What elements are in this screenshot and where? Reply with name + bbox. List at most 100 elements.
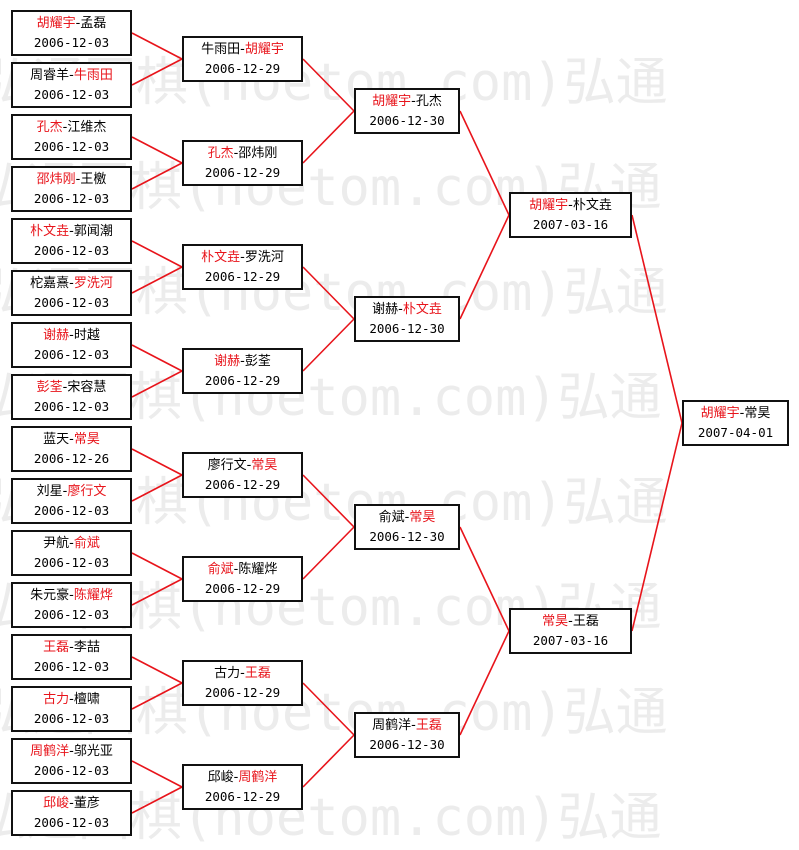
player-one-name: 孔杰 [36, 120, 63, 135]
player-one-name: 胡耀宇 [36, 16, 76, 31]
player-one-name: 彭荃 [36, 380, 63, 395]
match-date: 2006-12-29 [204, 685, 281, 700]
player-one-name: 邱峻 [43, 796, 70, 811]
separator-dash: - [69, 744, 74, 759]
match-players: 牛雨田-胡耀宇 [184, 40, 301, 59]
player-two-name: 郭闻潮 [73, 224, 113, 239]
connector-line [131, 474, 183, 502]
player-two-name: 王磊 [244, 666, 271, 681]
match-date: 2006-12-29 [204, 269, 281, 284]
player-one-name: 尹航 [43, 536, 70, 551]
connector-line [302, 734, 355, 788]
match-players: 俞斌-常昊 [356, 508, 458, 527]
connector-line [131, 786, 183, 814]
connector-line [631, 422, 683, 632]
match-date: 2006-12-03 [33, 35, 110, 50]
match-players: 邱峻-周鹤洋 [184, 768, 301, 787]
connector-line [302, 110, 355, 164]
match-date: 2006-12-03 [33, 243, 110, 258]
match-players: 谢赫-朴文垚 [356, 300, 458, 319]
match-date: 2006-12-03 [33, 503, 110, 518]
match-date: 2006-12-29 [204, 789, 281, 804]
separator-dash: - [240, 250, 245, 265]
player-two-name: 俞斌 [73, 536, 100, 551]
match-box-round-1: 胡耀宇-孟磊 2006-12-03 [11, 10, 132, 56]
separator-dash: - [240, 354, 245, 369]
player-two-name: 牛雨田 [73, 68, 113, 83]
player-two-name: 董彦 [73, 796, 100, 811]
player-one-name: 俞斌 [207, 562, 234, 577]
player-two-name: 朴文垚 [402, 302, 442, 317]
connector-line [459, 630, 510, 736]
player-two-name: 陈耀烨 [73, 588, 113, 603]
separator-dash: - [398, 302, 403, 317]
player-two-name: 常昊 [73, 432, 100, 447]
separator-dash: - [69, 640, 74, 655]
match-date: 2006-12-29 [204, 477, 281, 492]
connector-line [302, 58, 355, 112]
connector-line [131, 240, 183, 268]
player-one-name: 俞斌 [378, 510, 405, 525]
connector-line [131, 448, 183, 476]
match-date: 2007-04-01 [697, 425, 774, 440]
match-date: 2006-12-03 [33, 347, 110, 362]
separator-dash: - [62, 120, 68, 135]
player-two-name: 邬光亚 [73, 744, 113, 759]
match-date: 2006-12-03 [33, 659, 110, 674]
separator-dash: - [69, 432, 74, 447]
separator-dash: - [69, 276, 74, 291]
separator-dash: - [69, 68, 74, 83]
match-date: 2006-12-03 [33, 295, 110, 310]
match-players: 周睿羊-牛雨田 [13, 66, 130, 85]
player-two-name: 常昊 [409, 510, 436, 525]
player-one-name: 朴文垚 [201, 250, 241, 265]
match-box-round-2: 朴文垚-罗洗河 2006-12-29 [182, 244, 303, 290]
player-two-name: 李喆 [73, 640, 100, 655]
player-two-name: 常昊 [251, 458, 278, 473]
match-players: 俞斌-陈耀烨 [184, 560, 301, 579]
match-players: 胡耀宇-朴文垚 [511, 196, 630, 215]
separator-dash: - [75, 16, 81, 31]
player-one-name: 孔杰 [207, 146, 234, 161]
match-box-round-3: 谢赫-朴文垚 2006-12-30 [354, 296, 460, 342]
match-date: 2007-03-16 [532, 217, 609, 232]
match-date: 2006-12-30 [369, 529, 445, 544]
player-one-name: 胡耀宇 [372, 94, 412, 109]
separator-dash: - [568, 614, 573, 629]
connector-line [131, 578, 183, 606]
player-two-name: 常昊 [744, 406, 771, 421]
connector-line [459, 110, 510, 216]
separator-dash: - [240, 666, 245, 681]
player-two-name: 孟磊 [80, 16, 107, 31]
connector-line [302, 526, 355, 580]
match-players: 刘星-廖行文 [13, 482, 130, 501]
player-two-name: 王檄 [80, 172, 107, 187]
separator-dash: - [62, 484, 68, 499]
player-two-name: 罗洗河 [244, 250, 284, 265]
match-date: 2006-12-03 [33, 711, 110, 726]
separator-dash: - [62, 380, 68, 395]
connector-line [131, 58, 183, 86]
player-two-name: 周鹤洋 [238, 770, 278, 785]
match-players: 蓝天-常昊 [13, 430, 130, 449]
match-date: 2006-12-03 [33, 87, 110, 102]
connector-line [131, 344, 183, 372]
match-players: 廖行文-常昊 [184, 456, 301, 475]
match-box-round-2: 邱峻-周鹤洋 2006-12-29 [182, 764, 303, 810]
match-date: 2006-12-30 [369, 321, 445, 336]
connector-line [631, 214, 683, 424]
match-date: 2006-12-30 [369, 737, 445, 752]
match-date: 2006-12-03 [33, 139, 110, 154]
